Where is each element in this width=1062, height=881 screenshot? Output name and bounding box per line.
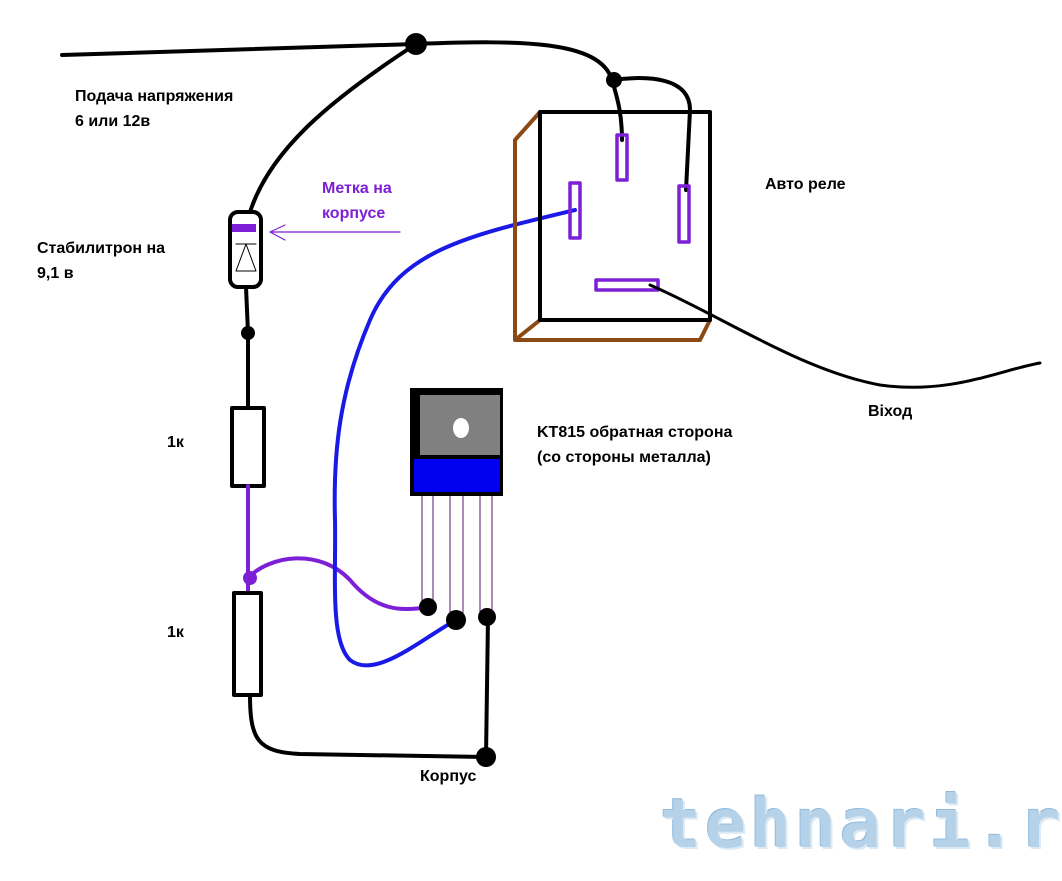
relay-pin-top	[615, 133, 629, 182]
supply-label-line2: 6 или 12в	[75, 113, 151, 130]
relay-label: Авто реле	[765, 176, 846, 193]
ground-wire	[248, 693, 488, 759]
relay-pin-right	[677, 184, 691, 244]
zener-mark	[232, 224, 256, 232]
transistor-leads	[421, 495, 493, 616]
zener-label: Стабилитрон на 9,1 в	[37, 236, 165, 286]
watermark-logo: tehnari.ru	[660, 785, 1062, 864]
wire-zener-r1	[244, 285, 250, 410]
output-label: Віход	[868, 403, 913, 420]
junction-dots	[241, 33, 622, 767]
resistor-1-label: 1к	[167, 434, 184, 451]
zener-feed-wire	[248, 42, 418, 214]
resistor-2	[232, 591, 263, 697]
resistor-1	[230, 406, 266, 488]
transistor-hole	[453, 418, 469, 438]
transistor-band	[414, 459, 500, 492]
relay-body	[538, 110, 712, 322]
zener-label-line1: Стабилитрон на	[37, 240, 166, 257]
supply-label-line1: Подача напряжения	[75, 88, 234, 105]
output-wire	[648, 283, 1042, 389]
relay-side	[513, 110, 712, 342]
transistor-label-line1: KT815 обратная сторона	[537, 424, 733, 441]
zener-diode	[228, 210, 263, 289]
relay-pin-left	[568, 181, 582, 240]
supply-label: Подача напряжения 6 или 12в	[75, 84, 233, 134]
supply-wire	[60, 40, 614, 82]
zener-mark-arrow	[269, 224, 401, 241]
ground-label: Корпус	[420, 768, 477, 785]
emitter-ground-wire	[484, 615, 490, 759]
relay-feed-wire-2	[610, 76, 692, 192]
transistor-label-line2: (со стороны металла)	[537, 449, 711, 466]
zener-symbol-icon	[235, 243, 257, 272]
base-junction-dot	[243, 571, 257, 585]
base-wire	[246, 556, 430, 612]
relay-pin-bottom	[594, 278, 660, 292]
resistor-2-label: 1к	[167, 624, 184, 641]
zener-label-line2: 9,1 в	[37, 265, 74, 282]
collector-wire	[332, 208, 577, 668]
mark-label-line1: Метка на	[322, 180, 392, 197]
mark-label-line2: корпусе	[322, 205, 386, 222]
mark-label: Метка на корпусе	[322, 176, 392, 226]
transistor-label: KT815 обратная сторона (со стороны метал…	[537, 420, 732, 470]
